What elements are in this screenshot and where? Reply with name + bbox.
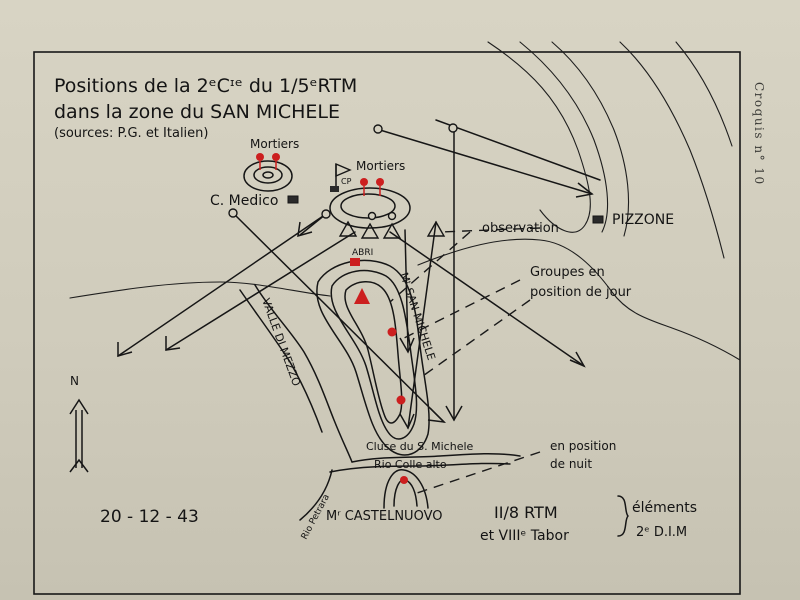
terrain-line-west xyxy=(69,281,331,299)
weapon-positions xyxy=(228,123,458,221)
brace-icon xyxy=(617,495,629,537)
rio-petrara-stream xyxy=(299,469,333,521)
side-caption: Croquis n° 10 xyxy=(752,82,766,186)
arrow-heads xyxy=(117,182,594,430)
red-dot xyxy=(387,327,397,337)
red-dot xyxy=(396,395,406,405)
red-dot xyxy=(256,153,264,161)
label-nuit-2: de nuit xyxy=(550,457,592,471)
label-cp: CP xyxy=(341,177,352,186)
mortiers-left-hill xyxy=(243,160,293,192)
label-mt-san-michele: Mᵗ SAN MICHELE xyxy=(397,271,438,362)
pizzone-square xyxy=(592,215,604,224)
c-medico-square xyxy=(287,195,299,204)
castelnuovo-hill xyxy=(383,469,429,509)
label-elements-1: éléments xyxy=(632,500,697,516)
label-mortiers-left: Mortiers xyxy=(250,137,299,151)
label-groupes-2: position de jour xyxy=(530,285,632,300)
label-pizzone: PIZZONE xyxy=(612,212,674,228)
label-abri: ABRI xyxy=(352,248,373,258)
summit-triangle xyxy=(354,288,370,304)
abri-square xyxy=(350,258,360,266)
red-dot xyxy=(360,178,368,186)
label-groupes-1: Groupes en xyxy=(530,265,605,280)
label-mt-castelnuovo: Mʳ CASTELNUOVO xyxy=(326,509,442,524)
cp-flag-icon xyxy=(330,162,352,192)
red-dot xyxy=(400,476,408,484)
title-line-2: dans la zone du SAN MICHELE xyxy=(54,101,340,123)
valle-bank xyxy=(239,289,323,433)
title-line-1: Positions de la 2ᵉCᶦᵉ du 1/5ᵉRTM xyxy=(54,75,357,97)
label-unit-2: et VIIIᵉ Tabor xyxy=(480,528,569,544)
label-mortiers-center: Mortiers xyxy=(356,159,405,173)
label-nuit-1: en position xyxy=(550,439,616,453)
red-dot xyxy=(376,178,384,186)
rio-colle-alto-line xyxy=(329,462,511,473)
mortiers-center-hill xyxy=(329,187,411,229)
title-line-3: (sources: P.G. et Italien) xyxy=(54,126,208,141)
ridge-line xyxy=(417,238,741,361)
label-north: N xyxy=(70,374,79,388)
label-observation: observation xyxy=(482,221,559,236)
valle-di-mezzo-stream xyxy=(254,284,353,463)
contour-lines-north-east xyxy=(487,41,733,259)
red-dot xyxy=(272,153,280,161)
dashed-lines xyxy=(389,227,541,495)
label-rio-colle-alto: Rio Colle alto xyxy=(374,458,447,471)
label-elements-2: 2ᵉ D.I.M xyxy=(636,525,687,540)
label-unit-1: II/8 RTM xyxy=(494,503,558,522)
label-date: 20 - 12 - 43 xyxy=(100,507,199,527)
label-cluse: Cluse du S. Michele xyxy=(366,440,474,453)
label-c-medico: C. Medico xyxy=(210,193,278,209)
north-arrow-icon xyxy=(69,398,89,473)
triangle-markers xyxy=(338,220,446,239)
map-frame xyxy=(33,51,741,595)
red-markers xyxy=(256,153,408,484)
fire-arrows xyxy=(117,119,601,429)
cluse-line xyxy=(351,452,521,463)
